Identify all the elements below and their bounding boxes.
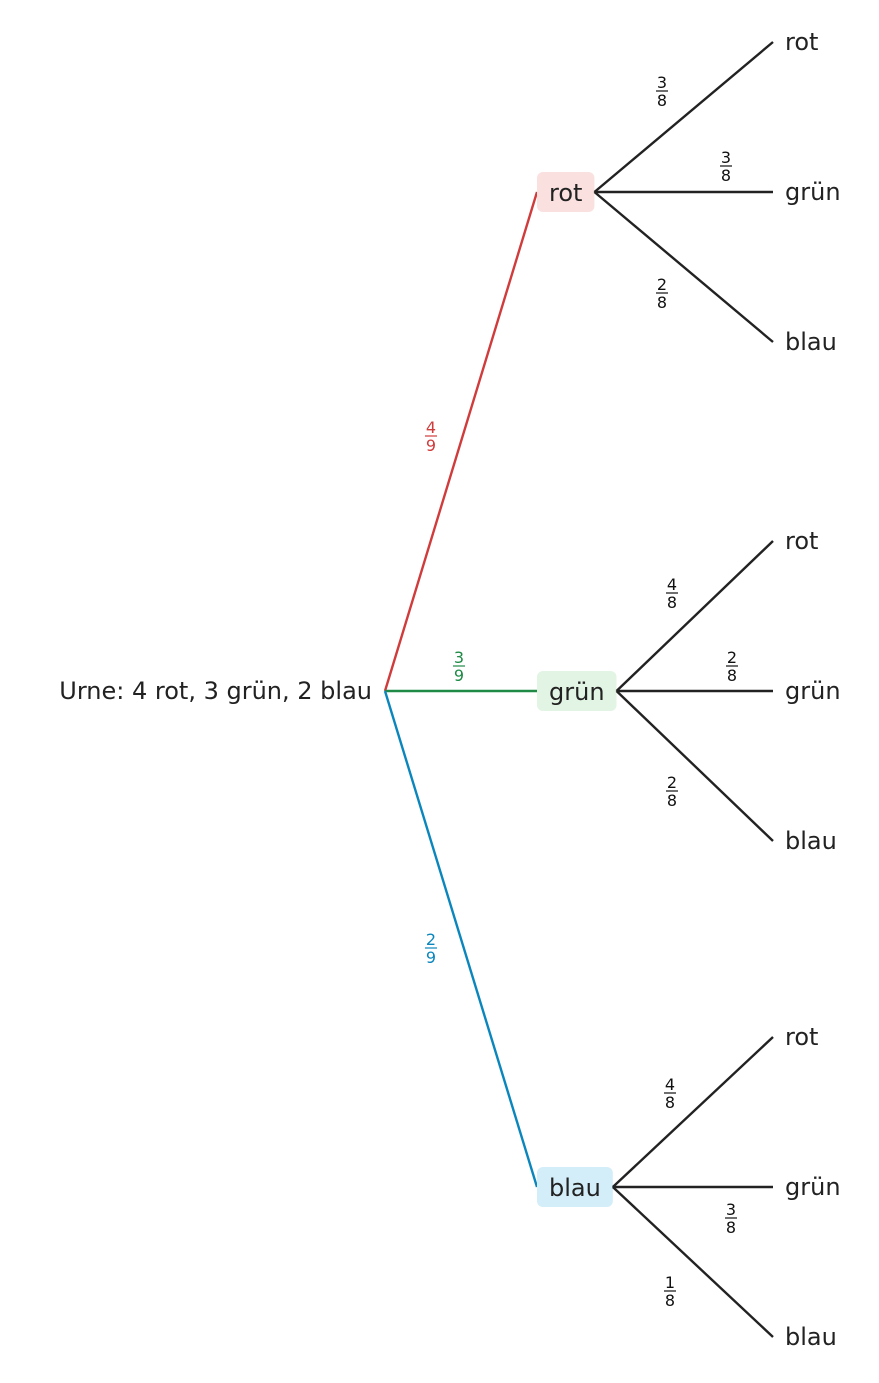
node-blau: blau (537, 1167, 613, 1207)
leaf-label: rot (785, 1023, 818, 1051)
root-label: Urne: 4 rot, 3 grün, 2 blau (59, 677, 372, 705)
prob-num: 3 (721, 148, 731, 167)
edge-root-blau (383, 690, 539, 1188)
leaf-prob: 1 8 (664, 1273, 676, 1310)
branch-rot-gruen: grün 3 8 (594, 148, 841, 206)
branch-blau-rot: rot 4 8 (612, 1023, 818, 1188)
prob-den: 8 (726, 1218, 736, 1237)
prob-den: 9 (426, 948, 436, 967)
leaf-prob: 2 8 (666, 773, 678, 810)
prob-num: 4 (426, 418, 436, 437)
leaf-prob: 4 8 (664, 1075, 676, 1112)
prob-num: 4 (667, 575, 677, 594)
prob-den: 8 (667, 593, 677, 612)
leaf-label: blau (785, 827, 837, 855)
leaf-label: blau (785, 328, 837, 356)
prob-num: 3 (657, 73, 667, 92)
branch-rot-blau: blau 2 8 (593, 191, 837, 356)
leaf-prob: 3 8 (720, 148, 732, 185)
prob-den: 8 (665, 1291, 675, 1310)
prob-num: 4 (665, 1075, 675, 1094)
edge (593, 41, 774, 193)
prob-den: 9 (426, 436, 436, 455)
edge (615, 540, 774, 692)
prob-num: 3 (726, 1200, 736, 1219)
prob-num: 3 (454, 648, 464, 667)
branch-gruen-blau: blau 2 8 (615, 690, 837, 855)
prob-num: 2 (657, 275, 667, 294)
prob-num: 2 (426, 930, 436, 949)
edge (615, 690, 774, 842)
prob-num: 2 (667, 773, 677, 792)
leaf-prob: 3 8 (656, 73, 668, 110)
branch-blau-gruen: grün 3 8 (612, 1173, 841, 1237)
leaf-prob: 2 8 (726, 648, 738, 685)
leaf-prob: 2 8 (656, 275, 668, 312)
node-label: rot (549, 179, 582, 207)
edge (612, 1186, 774, 1338)
leaf-prob: 4 8 (666, 575, 678, 612)
edge-root-rot (383, 191, 539, 692)
node-rot: rot (537, 172, 595, 212)
edge (593, 191, 774, 343)
prob-den: 8 (721, 166, 731, 185)
prob-den: 8 (657, 91, 667, 110)
branch-rot-rot: rot 3 8 (593, 28, 818, 193)
branch-gruen-gruen: grün 2 8 (616, 648, 841, 705)
leaf-prob: 3 8 (725, 1200, 737, 1237)
leaf-label: rot (785, 527, 818, 555)
prob-num: 2 (727, 648, 737, 667)
leaf-label: grün (785, 1173, 841, 1201)
prob-den: 8 (665, 1093, 675, 1112)
node-label: grün (549, 678, 605, 706)
prob-root-rot: 4 9 (425, 418, 437, 455)
edge (612, 1036, 774, 1188)
node-label: blau (549, 1174, 601, 1202)
branch-gruen-rot: rot 4 8 (615, 527, 818, 692)
node-gruen: grün (537, 671, 617, 711)
prob-num: 1 (665, 1273, 675, 1292)
leaf-label: grün (785, 178, 841, 206)
leaf-label: blau (785, 1323, 837, 1351)
node-bg (537, 172, 595, 212)
branch-blau-blau: blau 1 8 (612, 1186, 837, 1351)
prob-den: 8 (667, 791, 677, 810)
prob-den: 9 (454, 666, 464, 685)
node-bg (537, 1167, 613, 1207)
prob-den: 8 (727, 666, 737, 685)
leaf-label: grün (785, 677, 841, 705)
prob-den: 8 (657, 293, 667, 312)
node-bg (537, 671, 617, 711)
prob-root-blau: 2 9 (425, 930, 437, 967)
prob-root-gruen: 3 9 (453, 648, 465, 685)
leaf-label: rot (785, 28, 818, 56)
